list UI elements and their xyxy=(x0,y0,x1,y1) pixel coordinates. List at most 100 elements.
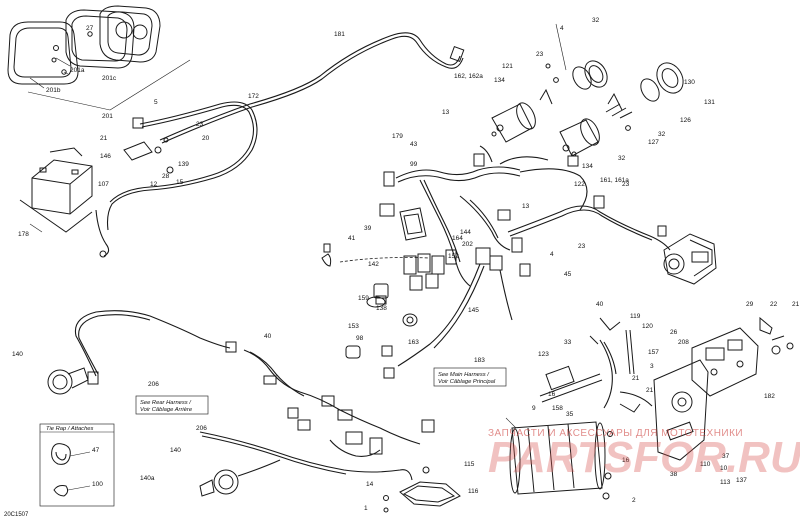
callout-label: 127 xyxy=(648,139,659,146)
callout-label: 5 xyxy=(154,99,158,106)
gauge-housing xyxy=(99,5,161,63)
callout-label: 39 xyxy=(364,225,372,232)
callout-label: 201 xyxy=(102,113,113,120)
callout-label: 119 xyxy=(630,313,641,320)
callout-label: 28 xyxy=(162,173,170,180)
diagram-code: 20C1507 xyxy=(4,512,29,518)
callout-label: 181 xyxy=(334,31,345,38)
gauge-cluster-group xyxy=(7,5,191,111)
gauge-bezel xyxy=(7,21,79,85)
gauge-lens xyxy=(65,9,135,69)
callout-label: 172 xyxy=(248,93,259,100)
callout-label: 140 xyxy=(170,447,181,454)
note-main-harness: See Main Harness / Voir Câblage Principa… xyxy=(433,367,507,387)
tie-rap-legend: Tie Rap / Attaches xyxy=(39,423,115,507)
watermark-logo: PARTSFOR.RU xyxy=(488,433,800,482)
callout-label: 38 xyxy=(670,471,678,478)
callout-label: 20 xyxy=(202,135,210,142)
callout-label: 159 xyxy=(358,295,369,302)
callout-label: 182 xyxy=(764,393,775,400)
callout-label: 130 xyxy=(684,79,695,86)
callout-label: 10 xyxy=(720,465,728,472)
callout-label: 139 xyxy=(178,161,189,168)
callout-label: 100 xyxy=(92,481,103,488)
callout-label: 121 xyxy=(502,63,513,70)
callout-label: 40 xyxy=(596,301,604,308)
callout-label: 153 xyxy=(348,323,359,330)
winch-motor-group xyxy=(663,233,717,285)
callout-label: 152 xyxy=(448,253,459,260)
callout-label: 16 xyxy=(548,391,556,398)
callout-label: 15 xyxy=(176,179,184,186)
callout-label: 45 xyxy=(564,271,572,278)
callout-label: 163 xyxy=(408,339,419,346)
contactor-plate xyxy=(691,327,759,397)
callout-label: 32 xyxy=(592,17,600,24)
note-rear-harness: See Rear Harness / Voir Câblage Arrière xyxy=(135,395,209,415)
callout-label: 2 xyxy=(632,497,636,504)
callout-label: 23 xyxy=(622,181,630,188)
battery-group xyxy=(19,147,110,258)
callout-label: 157 xyxy=(648,349,659,356)
callout-label: 13 xyxy=(442,109,450,116)
callout-label: 178 xyxy=(18,231,29,238)
callout-label: 35 xyxy=(566,411,574,418)
callout-label: 140a xyxy=(140,475,155,482)
note-rear-line2: Voir Câblage Arrière xyxy=(140,407,193,413)
callout-label: 3 xyxy=(650,363,654,370)
callout-label: 161, 161a xyxy=(600,177,629,184)
callout-label: 126 xyxy=(680,117,691,124)
callout-label: 4 xyxy=(560,25,564,32)
tail-light-lower xyxy=(213,469,239,495)
sprocket xyxy=(399,481,461,507)
callout-label: 131 xyxy=(704,99,715,106)
callout-label: 162, 162a xyxy=(454,73,483,80)
winch-body-group xyxy=(505,417,613,500)
sprocket-group xyxy=(383,466,461,513)
callout-label: 41 xyxy=(348,235,356,242)
callout-label: 164 xyxy=(452,235,463,242)
callout-label: 23 xyxy=(536,51,544,58)
callout-label: 32 xyxy=(658,131,666,138)
callout-label: 113 xyxy=(720,479,731,486)
callout-label: 107 xyxy=(98,181,109,188)
callout-label: 99 xyxy=(410,161,418,168)
mount-bracket xyxy=(653,359,709,461)
callout-label: 4 xyxy=(550,251,554,258)
callout-label: 116 xyxy=(468,488,479,495)
winch-motor xyxy=(663,233,717,285)
callout-label: 37 xyxy=(722,453,730,460)
callout-label: 9 xyxy=(532,405,536,412)
callout-label: 142 xyxy=(368,261,379,268)
callout-label: 98 xyxy=(356,335,364,342)
callout-label: 115 xyxy=(464,461,475,468)
callout-label: 110 xyxy=(700,461,711,468)
callout-label: 26 xyxy=(670,329,678,336)
callout-label: 21 xyxy=(100,135,108,142)
cable-172 xyxy=(106,101,258,231)
bracket-group xyxy=(653,316,794,461)
front-lights-group xyxy=(473,23,684,167)
callout-label: 146 xyxy=(100,153,111,160)
left-headlight xyxy=(491,103,533,143)
callout-label: 1 xyxy=(364,505,368,512)
callout-label: 23 xyxy=(578,243,586,250)
callout-label: 40 xyxy=(264,333,272,340)
watermark-caption: ЗАПЧАСТИ И АКСЕССУАРЫ ДЛЯ МОТОТЕХНИКИ xyxy=(488,428,743,439)
callout-label: 201a xyxy=(70,67,85,74)
callout-label: 13 xyxy=(522,203,530,210)
watermark: ЗАПЧАСТИ И АКСЕССУАРЫ ДЛЯ МОТОТЕХНИКИ PA… xyxy=(488,428,800,482)
callout-label: 16 xyxy=(622,457,630,464)
callout-label: 134 xyxy=(582,163,593,170)
note-main-line1: See Main Harness / xyxy=(438,372,490,378)
relay-group xyxy=(321,243,431,359)
callout-label: 208 xyxy=(678,339,689,346)
cable-181 xyxy=(159,32,465,144)
callout-label: 145 xyxy=(468,307,479,314)
callout-label: 21 xyxy=(646,387,654,394)
callout-label: 201c xyxy=(102,75,117,82)
callout-label: 21 xyxy=(632,375,640,382)
callout-label: 138 xyxy=(376,305,387,312)
